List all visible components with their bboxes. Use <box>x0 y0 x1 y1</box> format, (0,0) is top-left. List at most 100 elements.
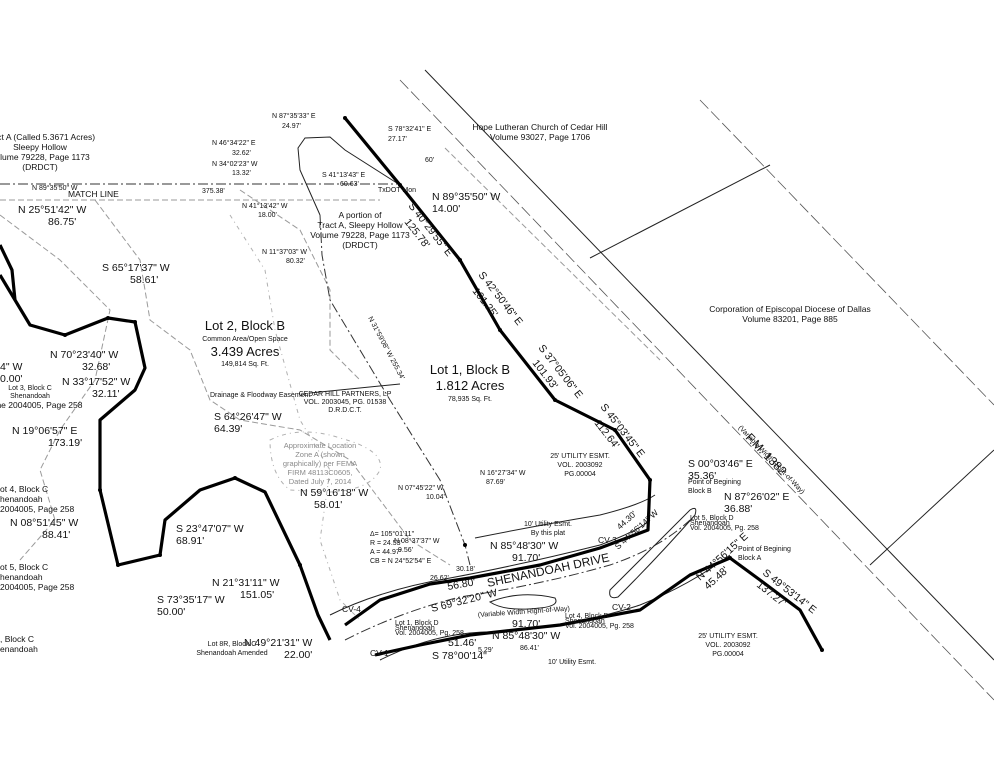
svg-text:Tract A, Sleepy Hollow: Tract A, Sleepy Hollow <box>317 220 403 230</box>
call-n85-48-30-b: N 85°48'30" W 86.41' <box>492 630 560 652</box>
neighbor-boundary-line-3 <box>444 147 661 361</box>
match-line-label: MATCH LINE <box>68 189 119 199</box>
svg-text:Block B: Block B <box>688 488 712 495</box>
call-30-18: 30.18' <box>456 566 475 573</box>
call-n19-06-57: N 19°06'57" E 173.19' <box>12 425 82 449</box>
flood-zone-outline <box>229 214 361 621</box>
label-lot1-block-d: Lot 1, Block D Shenandoah Vol. 2004005, … <box>395 620 464 637</box>
svg-text:N 87°35'33" E: N 87°35'33" E <box>272 112 316 120</box>
svg-text:Point of Begining: Point of Begining <box>688 479 741 486</box>
fm1382-row-line-2 <box>424 69 994 661</box>
svg-text:86.41': 86.41' <box>520 645 539 652</box>
curve-cv4: CV-4 <box>342 604 361 614</box>
svg-text:ot 4, Block C: ot 4, Block C <box>0 484 48 494</box>
svg-text:FIRM 48113C0605,: FIRM 48113C0605, <box>288 468 353 477</box>
call-56-80: 56.80' <box>446 576 476 593</box>
svg-text:Lot 1, Block D: Lot 1, Block D <box>395 620 439 627</box>
svg-text:Lot 3, Block C: Lot 3, Block C <box>8 385 52 392</box>
call-n25-51-42: N 25°51'42" W 86.75' <box>18 204 86 228</box>
svg-text:henandoah: henandoah <box>0 494 43 504</box>
call-n21-31-11: N 21°31'11" W 151.05' <box>212 577 280 601</box>
call-s78-32-41: S 78°32'41" E 27.17' <box>388 125 432 143</box>
svg-text:32.68': 32.68' <box>82 361 110 373</box>
svg-text:S 41°13'43" E: S 41°13'43" E <box>322 171 366 179</box>
svg-text:Volume 79228, Page 1173: Volume 79228, Page 1173 <box>0 152 90 162</box>
call-n07-45-22: N 07°45'22" W 10.04' <box>398 484 445 501</box>
svg-text:N 85°48'30" W: N 85°48'30" W <box>490 540 558 552</box>
curve-cv1: CV-1 <box>370 648 389 658</box>
svg-text:64.39': 64.39' <box>214 423 242 435</box>
svg-text:151.05': 151.05' <box>240 589 274 601</box>
call-n08-51-45: N 08°51'45" W 88.41' <box>10 517 78 541</box>
svg-text:50.00': 50.00' <box>157 606 185 618</box>
svg-text:0.00': 0.00' <box>0 373 22 385</box>
svg-text:2004005, Page 258: 2004005, Page 258 <box>0 504 74 514</box>
svg-text:Volume 83201, Page 885: Volume 83201, Page 885 <box>742 314 838 324</box>
point-of-beginning-b: Point of Begining Block B <box>688 479 741 495</box>
svg-text:3.439 Acres: 3.439 Acres <box>211 344 280 359</box>
curve-cv2: CV-2 <box>612 602 631 612</box>
fm1382-row-line-3 <box>699 99 994 406</box>
shenandoah-drive-centerline <box>344 519 691 641</box>
svg-text:Common Area/Open Space: Common Area/Open Space <box>202 336 288 343</box>
svg-text:N 49°21'31" W: N 49°21'31" W <box>244 637 312 649</box>
txdot-monument-label: TxDOT Mon <box>378 187 416 194</box>
svg-text:N 25°51'42" W: N 25°51'42" W <box>18 204 86 216</box>
svg-text:Dated July 7, 2014: Dated July 7, 2014 <box>289 477 352 486</box>
call-n70-23-40: N 70°23'40" W 32.68' <box>50 349 118 373</box>
island-1 <box>609 507 697 599</box>
svg-text:N 59°16'18" W: N 59°16'18" W <box>300 487 368 499</box>
utility-easement-label-1: 25' UTILITY ESMT. VOL. 2003092 PG.00004 <box>550 453 610 478</box>
svg-text:27.17': 27.17' <box>388 136 407 143</box>
svg-text:CB = N 24°52'54" E: CB = N 24°52'54" E <box>370 557 432 565</box>
left-edge-boundary <box>0 244 17 301</box>
label-lot3-block-c: Lot 3, Block C Shenandoah Volume 2004005… <box>0 385 83 410</box>
street-row-label: (Variable Width Right-of-Way) <box>478 606 570 619</box>
svg-text:13.32': 13.32' <box>232 170 251 177</box>
svg-text:(DRDCT): (DRDCT) <box>22 162 58 172</box>
svg-text:S 78°32'41" E: S 78°32'41" E <box>388 125 432 133</box>
svg-text:, Block C: , Block C <box>0 634 34 644</box>
lot-line-gray <box>0 214 111 561</box>
call-n49-21-31: N 49°21'31" W 22.00' <box>244 637 312 661</box>
svg-text:Corporation of Episcopal Dioce: Corporation of Episcopal Diocese of Dall… <box>709 304 871 314</box>
svg-text:18.00': 18.00' <box>258 212 277 219</box>
svg-text:25' UTILITY ESMT.: 25' UTILITY ESMT. <box>550 453 610 460</box>
svg-text:N 89°35'50" W: N 89°35'50" W <box>432 191 500 203</box>
svg-text:10' Utility Esmt.: 10' Utility Esmt. <box>524 521 572 528</box>
svg-text:Shenandoah: Shenandoah <box>395 625 435 632</box>
svg-text:PG.00004: PG.00004 <box>712 651 744 658</box>
drainage-easement-outline <box>94 199 451 566</box>
svg-text:Lot 2, Block B: Lot 2, Block B <box>205 318 285 333</box>
svg-text:32.11': 32.11' <box>92 388 120 400</box>
call-51-46: 51.46' <box>448 637 476 649</box>
lot1-east-boundary <box>343 116 652 627</box>
call-partial-left: 4" W 0.00' <box>0 361 22 385</box>
svg-text:(DRDCT): (DRDCT) <box>342 240 378 250</box>
svg-text:S 73°35'17" W: S 73°35'17" W <box>157 594 225 606</box>
svg-text:N 46°34'22" E: N 46°34'22" E <box>212 139 256 147</box>
svg-text:N 19°06'57" E: N 19°06'57" E <box>12 425 77 437</box>
drainage-easement-label: Drainage & Floodway Easement <box>210 392 310 399</box>
curve-cv3: CV-3 <box>598 535 617 545</box>
svg-text:enandoah: enandoah <box>0 644 38 654</box>
label-cedar-hill-partners: CEDAR HILL PARTNERS, LP VOL. 2003045, PG… <box>299 391 392 414</box>
svg-text:VOL. 2003092: VOL. 2003092 <box>557 462 602 469</box>
svg-text:10.04': 10.04' <box>426 494 445 501</box>
svg-text:60.63': 60.63' <box>340 181 359 188</box>
svg-text:N 41°13'42" W: N 41°13'42" W <box>242 202 288 210</box>
svg-text:9.56': 9.56' <box>398 547 413 554</box>
call-s78-00-14: S 78°00'14" <box>432 650 487 662</box>
svg-text:87.69': 87.69' <box>486 479 505 486</box>
svg-text:86.75': 86.75' <box>48 216 76 228</box>
svg-text:PG.00004: PG.00004 <box>564 471 596 478</box>
svg-text:N 70°23'40" W: N 70°23'40" W <box>50 349 118 361</box>
lot2-label: Lot 2, Block B Common Area/Open Space 3.… <box>202 318 288 368</box>
svg-text:22.00': 22.00' <box>284 649 312 661</box>
svg-text:Volume 2004005, Page 258: Volume 2004005, Page 258 <box>0 400 83 410</box>
call-5-29: 5.29' <box>478 647 493 654</box>
svg-text:VOL. 2003045, PG. 01538: VOL. 2003045, PG. 01538 <box>304 399 387 406</box>
call-n87-35-33: N 87°35'33" E 24.97' <box>272 112 316 130</box>
svg-text:Shenandoah Amended: Shenandoah Amended <box>196 650 267 657</box>
